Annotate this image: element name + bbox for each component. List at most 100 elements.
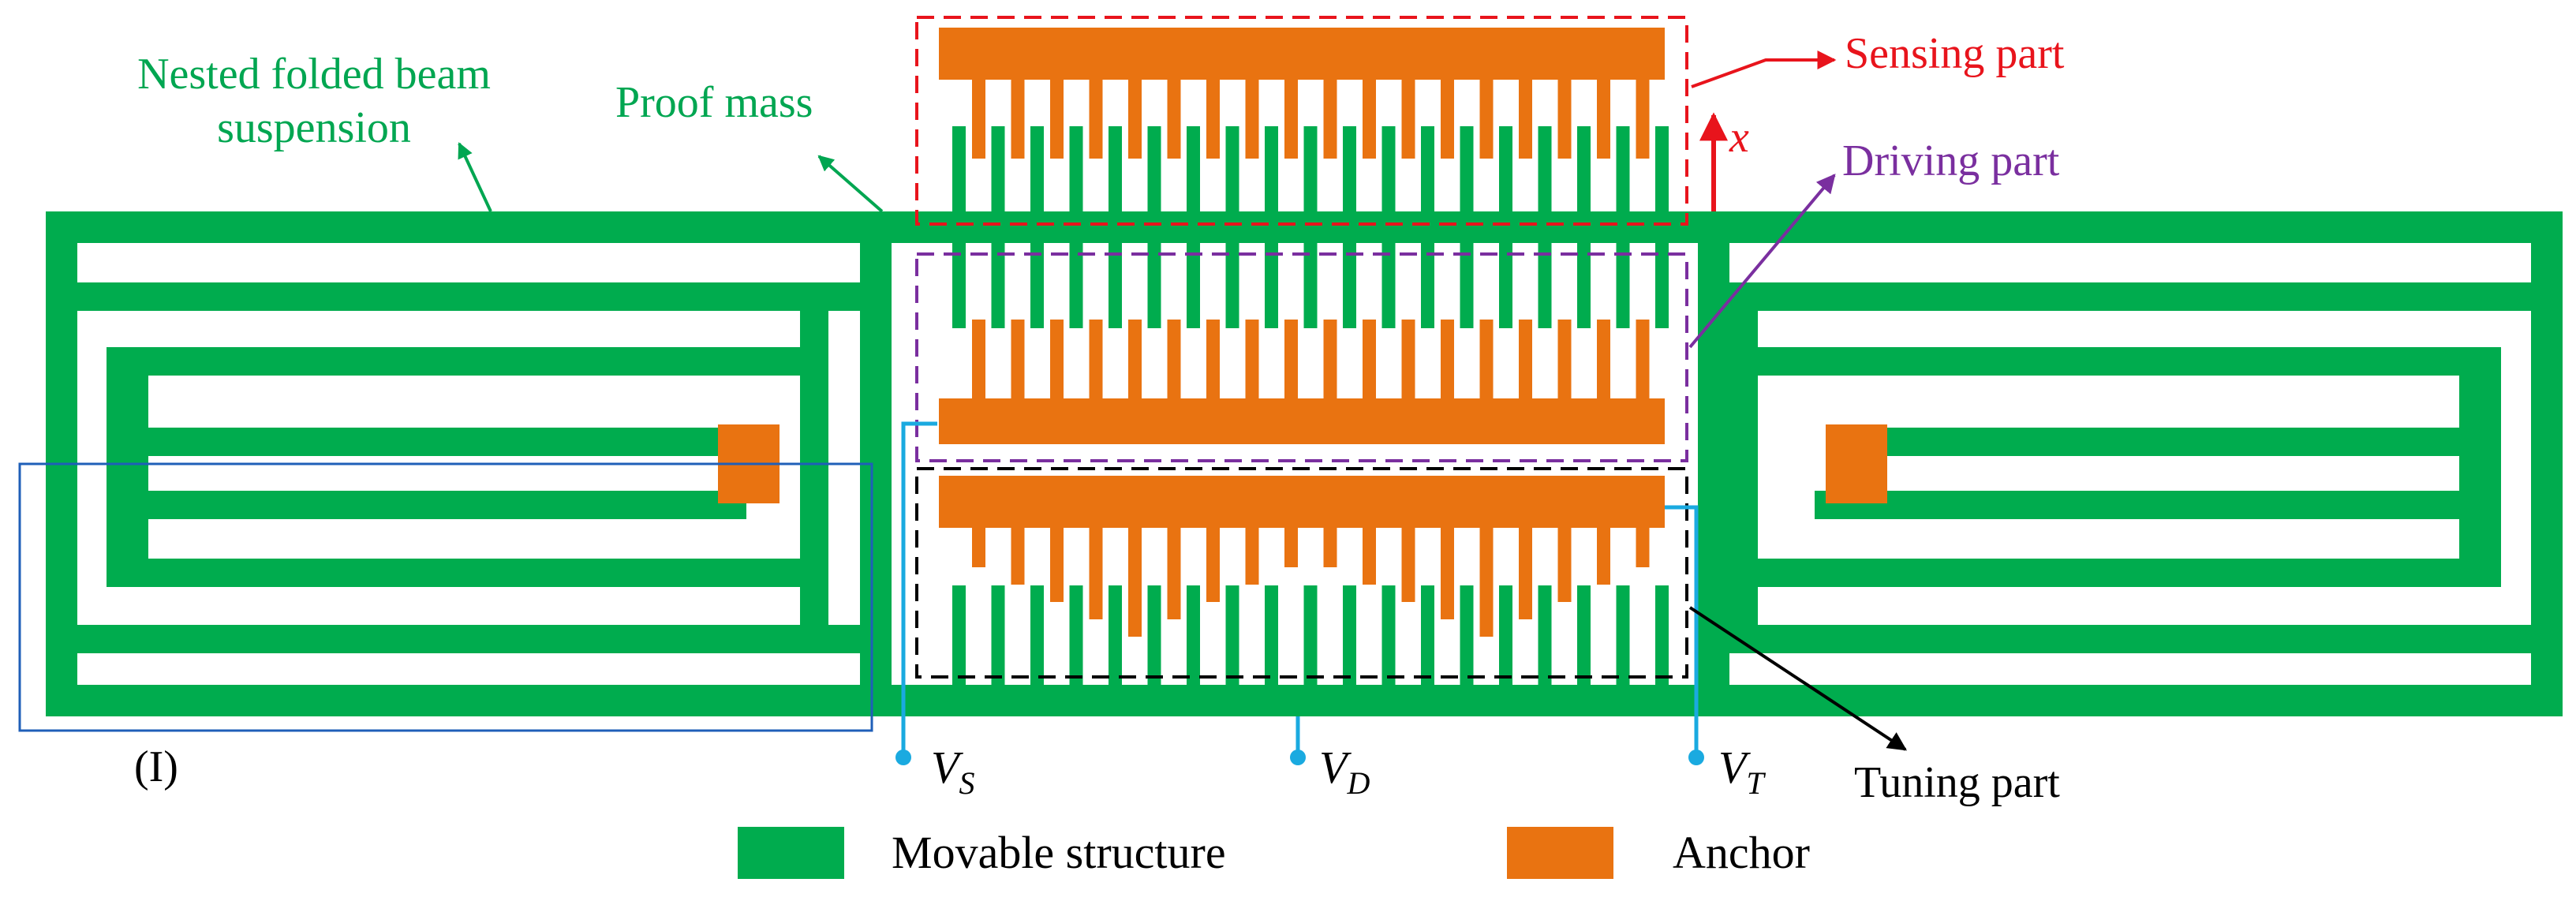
driving-moving-finger [1616, 243, 1630, 328]
driving-moving-finger [1343, 243, 1356, 328]
right-anchor [1826, 424, 1887, 503]
driving-fixed-finger [1206, 320, 1220, 398]
terminal-vs [895, 750, 911, 765]
left-folded-beam-suspension [77, 282, 860, 653]
sensing-fixed-finger [1401, 80, 1415, 159]
proof-mass-arrow [817, 155, 884, 213]
tuning-fixed-finger [1479, 528, 1494, 637]
nested-beam-arrow [458, 142, 492, 212]
terminal-vd [1290, 750, 1306, 765]
tuning-moving-finger [1030, 585, 1044, 685]
sensing-fixed-finger [1441, 80, 1454, 159]
tuning-fixed-finger [1519, 528, 1532, 619]
sensing-moving-finger [1577, 126, 1591, 211]
driving-moving-finger [1265, 243, 1278, 328]
sensing-fixed-finger [972, 80, 985, 159]
tuning-fixed-finger [1597, 528, 1610, 585]
tuning-moving-finger [1499, 585, 1512, 685]
sensing-moving-finger [1538, 126, 1552, 211]
tuning-moving-finger [1381, 585, 1396, 685]
tuning-part-arrow [1688, 606, 1908, 751]
tuning-moving-finger [1616, 585, 1630, 685]
legend-swatch-anchor [1507, 827, 1613, 879]
driving-moving-finger [1147, 243, 1161, 328]
sensing-moving-finger [1225, 126, 1239, 211]
driving-fixed-finger [1011, 320, 1025, 398]
tuning-fixed-finger [1011, 528, 1025, 585]
driving-moving-finger [952, 243, 966, 328]
sensing-moving-finger [1109, 126, 1122, 211]
sensing-moving-finger [1499, 126, 1512, 211]
sensing-moving-finger [1069, 126, 1083, 211]
tuning-moving-finger [1655, 585, 1669, 685]
sensing-fixed-finger [1636, 80, 1650, 159]
driving-part-box [915, 252, 1688, 462]
sensing-fixed-finger [1519, 80, 1532, 159]
sensing-moving-finger [1303, 126, 1318, 211]
sensing-fixed-finger [1557, 80, 1572, 159]
nested-beam-label-line2: suspension [217, 103, 411, 152]
driving-part-label: Driving part [1842, 136, 2060, 185]
driving-fixed-finger [1284, 320, 1298, 398]
driving-fixed-finger [1401, 320, 1415, 398]
legend-label-movable: Movable structure [892, 827, 1226, 878]
sensing-part-arrow [1691, 50, 1837, 88]
wire-vs [901, 421, 937, 756]
tuning-moving-finger [1225, 585, 1239, 685]
driving-moving-finger [1069, 243, 1083, 328]
sensing-moving-finger [1187, 126, 1200, 211]
driving-moving-finger [1381, 243, 1396, 328]
tuning-fixed-finger [1557, 528, 1572, 602]
sensing-fixed-finger [1323, 80, 1337, 159]
sensing-comb [939, 28, 1669, 211]
driving-fixed-finger [1167, 320, 1181, 398]
wire-vt [1665, 505, 1699, 756]
x-axis-label: x [1729, 113, 1749, 162]
driving-fixed-finger [1519, 320, 1532, 398]
tuning-moving-finger [1303, 585, 1318, 685]
sensing-fixed-finger [1479, 80, 1494, 159]
right-folded-beam-suspension [1729, 282, 2531, 653]
tuning-part-label: Tuning part [1854, 758, 2060, 807]
tuning-moving-finger [1109, 585, 1122, 685]
sensing-fixed-finger [1597, 80, 1610, 159]
tuning-moving-finger [991, 585, 1005, 685]
tuning-moving-finger [1421, 585, 1434, 685]
driving-part-arrow [1688, 174, 1836, 349]
sensing-fixed-finger [1363, 80, 1376, 159]
terminal-vt [1688, 750, 1704, 765]
tuning-moving-finger [952, 585, 966, 685]
sensing-fixed-finger [1011, 80, 1025, 159]
tuning-moving-finger [1538, 585, 1552, 685]
sensing-moving-finger [1147, 126, 1161, 211]
tuning-fixed-finger [1441, 528, 1454, 619]
sensing-fixed-finger [1206, 80, 1220, 159]
sensing-moving-finger [1460, 126, 1474, 211]
tuning-moving-finger [1187, 585, 1200, 685]
driving-moving-finger [1460, 243, 1474, 328]
sensing-fixed-finger [1050, 80, 1064, 159]
sensing-fixed-finger [1167, 80, 1181, 159]
electrode-wires [901, 421, 1699, 756]
sensing-moving-finger [1421, 126, 1434, 211]
driving-moving-finger [991, 243, 1005, 328]
sensing-part-box [915, 16, 1688, 226]
tuning-moving-finger [1577, 585, 1591, 685]
legend-label-anchor: Anchor [1673, 827, 1810, 878]
driving-fixed-finger [1597, 320, 1610, 398]
sensing-fixed-finger [1245, 80, 1259, 159]
driving-fixed-finger [1050, 320, 1064, 398]
sensing-moving-finger [1381, 126, 1396, 211]
region-one-box [18, 462, 873, 732]
sensing-fixed-finger [1089, 80, 1103, 159]
driving-moving-finger [1225, 243, 1239, 328]
tuning-moving-finger [1343, 585, 1356, 685]
driving-moving-finger [1538, 243, 1552, 328]
tuning-fixed-finger [1128, 528, 1142, 637]
legend: Movable structure Anchor [738, 827, 1810, 879]
driving-moving-finger [1655, 243, 1669, 328]
driving-moving-finger [1303, 243, 1318, 328]
driving-moving-finger [1577, 243, 1591, 328]
tuning-fixed-finger [1206, 528, 1220, 602]
v-d-label: VD [1319, 742, 1370, 801]
